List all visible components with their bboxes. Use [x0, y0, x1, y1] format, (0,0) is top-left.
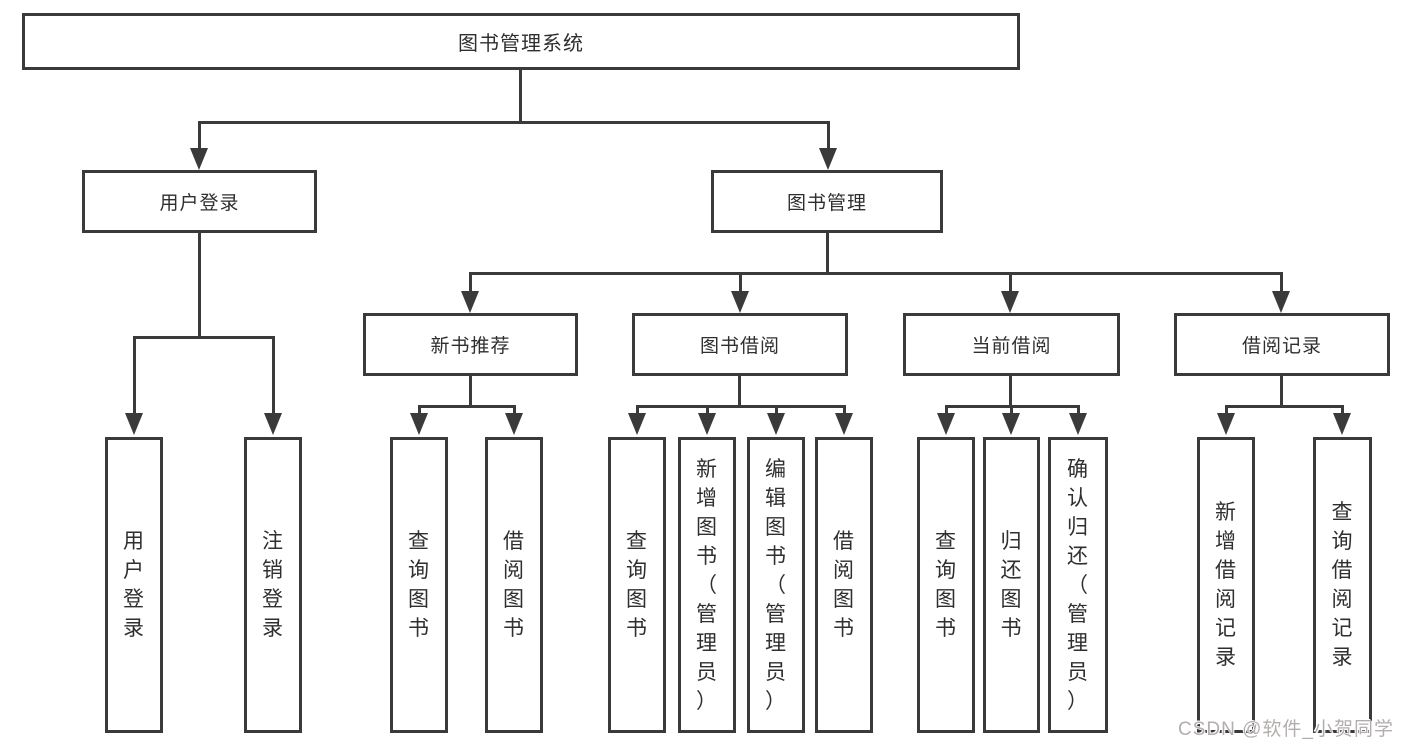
connector-g3-stub-3 [775, 405, 778, 415]
connector-g4-stub-1 [945, 405, 948, 415]
node-current-borrow: 当前借阅 [903, 313, 1120, 376]
arrowhead-user-login [190, 148, 208, 170]
connector-g4-vline [1009, 376, 1012, 405]
leaf-query-book-recommend: 查询图书 [390, 437, 448, 733]
leaf-confirm-return-admin-label: 确认归还（管理员） [1067, 457, 1089, 713]
connector-user-login-splitter [133, 336, 275, 339]
node-user-login: 用户登录 [82, 170, 317, 233]
arrowhead-g4-2 [1002, 413, 1020, 435]
connector-g2-stub-1 [418, 405, 421, 415]
node-new-book-recommend: 新书推荐 [363, 313, 578, 376]
arrowhead-g2-1 [410, 413, 428, 435]
connector-g2-splitter [418, 405, 516, 408]
node-new-book-recommend-label: 新书推荐 [430, 336, 511, 357]
arrowhead-g4-3 [1069, 413, 1087, 435]
connector-g2-vline [469, 376, 472, 405]
arrowhead-record [1272, 291, 1290, 313]
leaf-borrow-book: 借阅图书 [815, 437, 873, 733]
node-book-borrow-label: 图书借阅 [699, 336, 780, 357]
connector-root-vline [519, 70, 522, 121]
connector-book-mgmt-vline [826, 233, 829, 272]
csdn-watermark: CSDN @软件_小贺同学 [1178, 719, 1394, 740]
connector-g3-stub-4 [843, 405, 846, 415]
leaf-query-book-borrow: 查询图书 [608, 437, 666, 733]
leaf-confirm-return-admin: 确认归还（管理员） [1048, 437, 1108, 733]
leaf-borrow-book-label: 借阅图书 [833, 530, 855, 640]
connector-root-hline [198, 121, 830, 124]
connector-g4-stub-2 [1010, 405, 1013, 415]
leaf-query-borrow-record: 查询借阅记录 [1313, 437, 1372, 733]
leaf-query-book-current-label: 查询图书 [935, 530, 957, 640]
leaf-add-book-admin-label: 新增图书（管理员） [696, 457, 718, 713]
connector-leaf-login-stub [133, 336, 136, 415]
leaf-add-book-admin: 新增图书（管理员） [678, 437, 736, 733]
leaf-borrow-book-recommend: 借阅图书 [485, 437, 543, 733]
arrowhead-g2-2 [505, 413, 523, 435]
arrowhead-g3-4 [835, 413, 853, 435]
leaf-logout-login-label: 注销登录 [262, 530, 284, 640]
leaf-query-book-recommend-label: 查询图书 [408, 530, 430, 640]
connector-g5-stub-1 [1225, 405, 1228, 415]
connector-user-login-vline [198, 233, 201, 336]
arrowhead-newbook [461, 291, 479, 313]
leaf-return-book: 归还图书 [983, 437, 1040, 733]
node-book-management: 图书管理 [711, 170, 943, 233]
connector-g5-stub-2 [1341, 405, 1344, 415]
leaf-user-login: 用户登录 [105, 437, 163, 733]
leaf-query-borrow-record-label: 查询借阅记录 [1331, 501, 1354, 669]
connector-book-mgmt-stub [827, 121, 830, 150]
connector-g3-stub-2 [706, 405, 709, 415]
node-borrow-record-label: 借阅记录 [1241, 336, 1322, 357]
arrowhead-g3-3 [767, 413, 785, 435]
node-book-borrow: 图书借阅 [632, 313, 848, 376]
leaf-query-book-current: 查询图书 [917, 437, 975, 733]
leaf-query-book-borrow-label: 查询图书 [626, 530, 648, 640]
connector-leaf-logout-stub [272, 336, 275, 415]
connector-newbook-stub [469, 272, 472, 293]
connector-current-stub [1009, 272, 1012, 293]
leaf-add-borrow-record: 新增借阅记录 [1197, 437, 1255, 733]
arrowhead-g5-1 [1217, 413, 1235, 435]
leaf-edit-book-admin-label: 编辑图书（管理员） [765, 457, 787, 713]
leaf-user-login-label: 用户登录 [123, 530, 145, 640]
node-book-management-label: 图书管理 [786, 193, 867, 214]
arrowhead-g5-2 [1333, 413, 1351, 435]
node-current-borrow-label: 当前借阅 [971, 336, 1052, 357]
connector-g3-splitter [636, 405, 846, 408]
arrowhead-leaf-logout [264, 413, 282, 435]
leaf-edit-book-admin: 编辑图书（管理员） [747, 437, 805, 733]
node-root: 图书管理系统 [22, 13, 1020, 70]
connector-g4-stub-3 [1077, 405, 1080, 415]
arrowhead-leaf-login [125, 413, 143, 435]
leaf-borrow-book-recommend-label: 借阅图书 [503, 530, 525, 640]
arrowhead-g3-2 [698, 413, 716, 435]
arrowhead-g3-1 [628, 413, 646, 435]
node-borrow-record: 借阅记录 [1174, 313, 1390, 376]
connector-user-login-stub [198, 121, 201, 150]
connector-g3-stub-1 [636, 405, 639, 415]
arrowhead-g4-1 [937, 413, 955, 435]
node-root-label: 图书管理系统 [458, 33, 584, 55]
node-user-login-label: 用户登录 [159, 193, 240, 214]
arrowhead-current [1001, 291, 1019, 313]
leaf-logout-login: 注销登录 [244, 437, 302, 733]
leaf-add-borrow-record-label: 新增借阅记录 [1215, 501, 1237, 669]
leaf-return-book-label: 归还图书 [1000, 530, 1023, 640]
connector-g2-stub-2 [513, 405, 516, 415]
connector-level3-hline [469, 272, 1283, 275]
connector-record-stub [1280, 272, 1283, 293]
arrowhead-borrow [731, 291, 749, 313]
connector-borrow-stub [739, 272, 742, 293]
connector-g3-vline [738, 376, 741, 405]
arrowhead-book-mgmt [819, 148, 837, 170]
connector-g5-vline [1280, 376, 1283, 405]
connector-g5-splitter [1225, 405, 1344, 408]
